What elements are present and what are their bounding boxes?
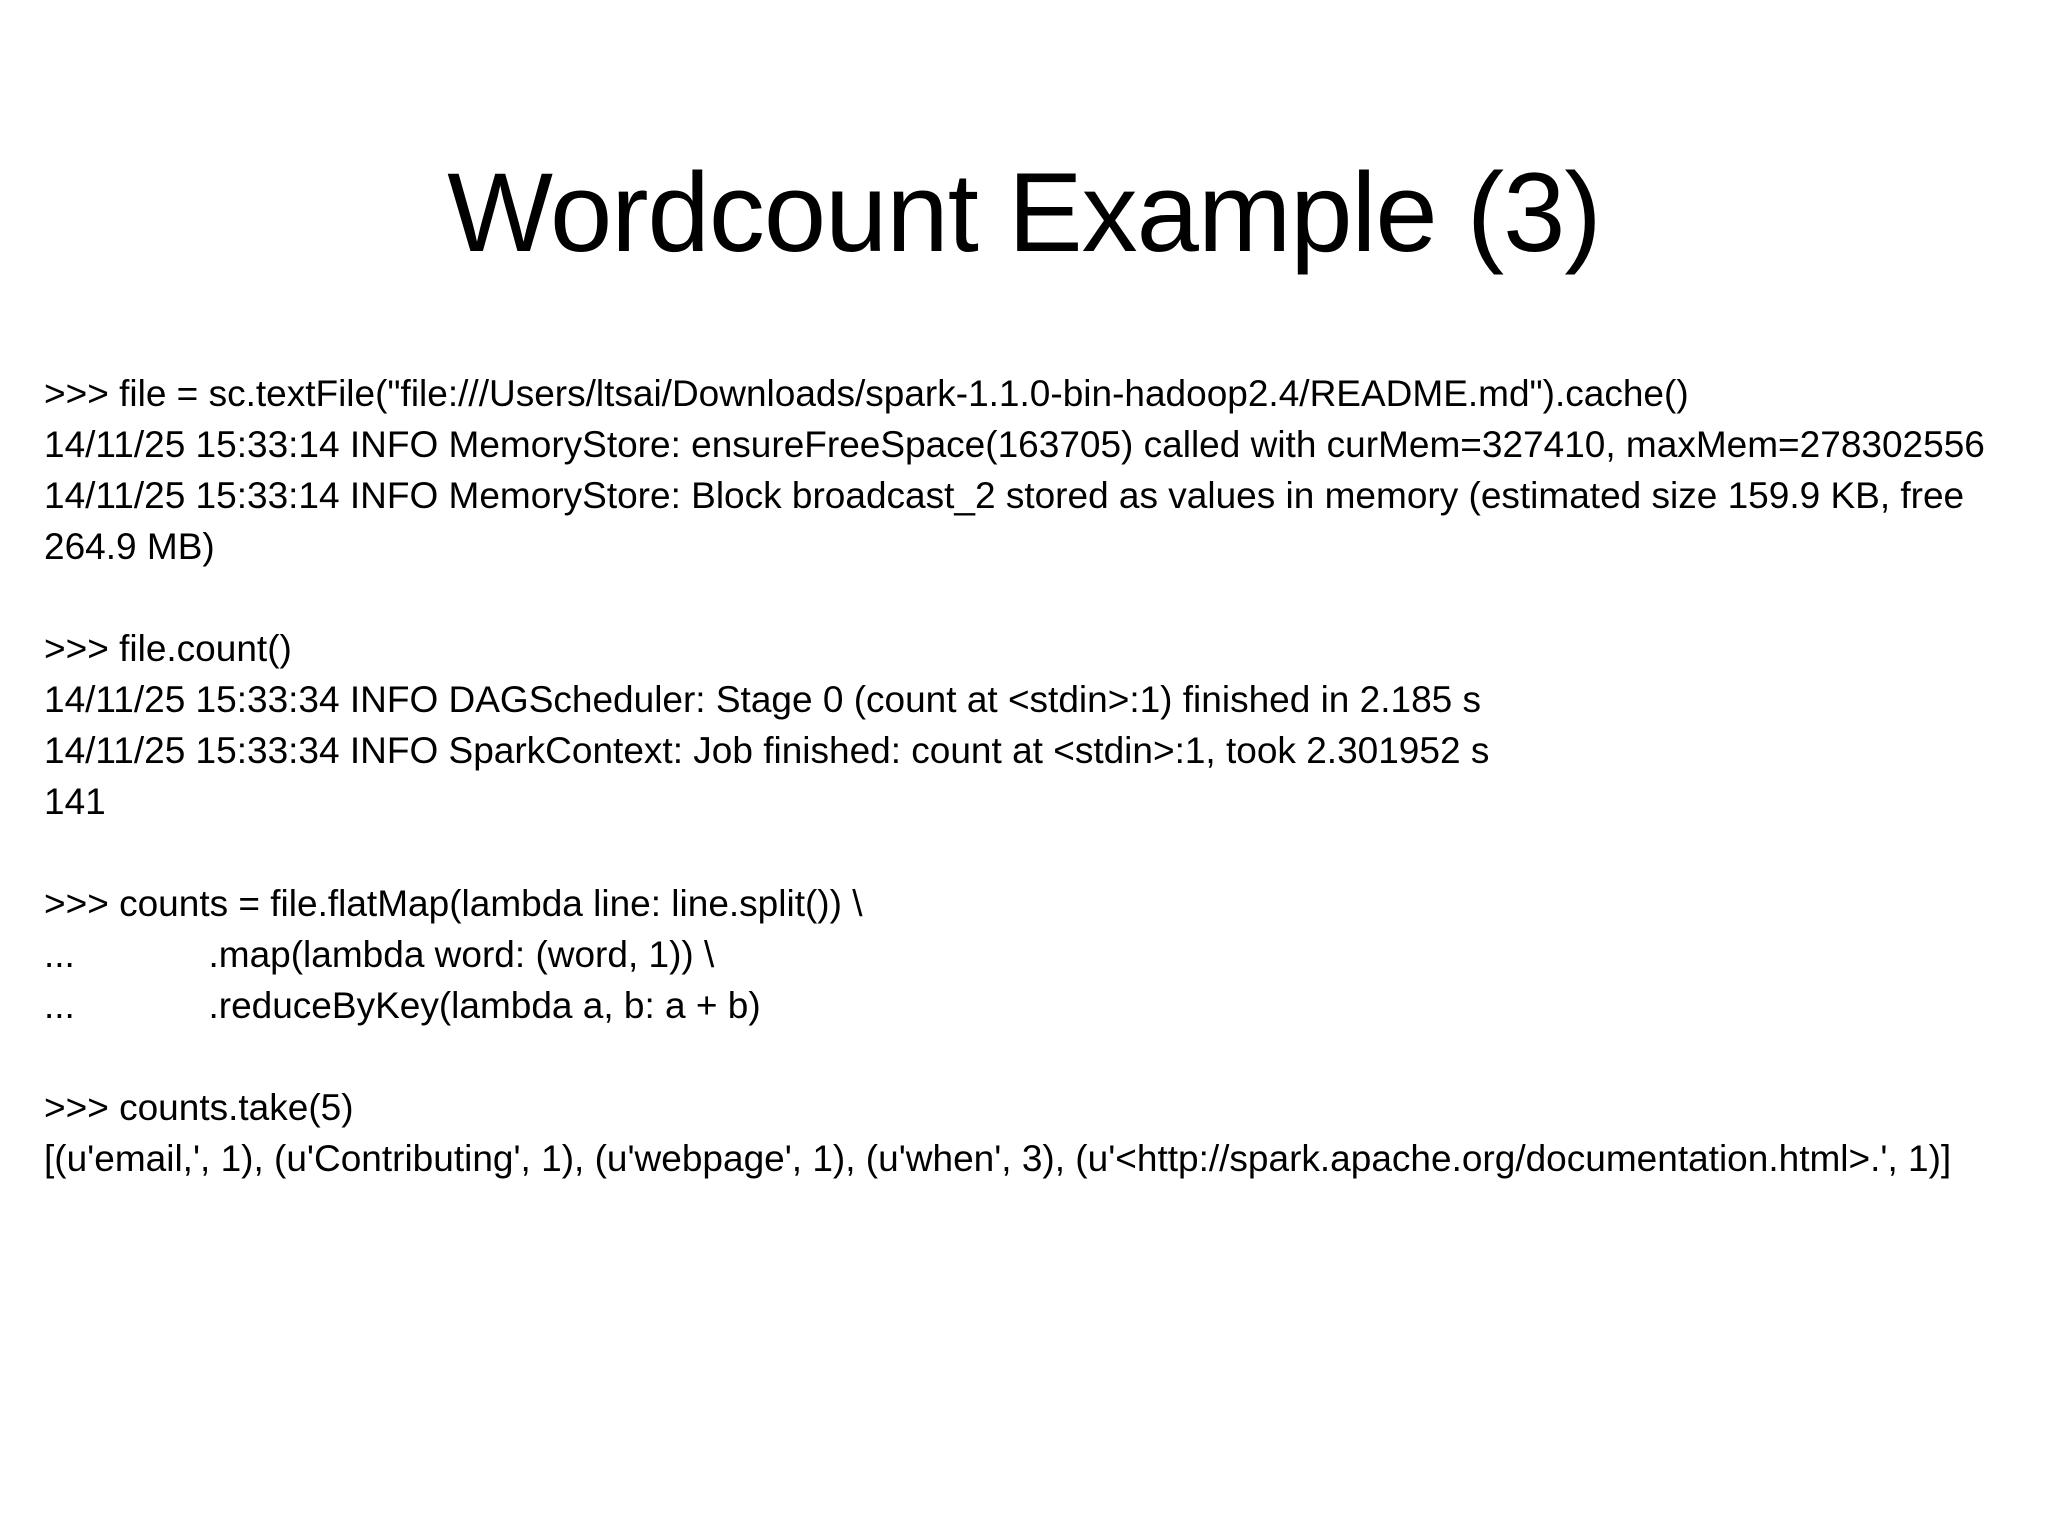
- console-line: 14/11/25 15:33:14 INFO MemoryStore: ensu…: [44, 424, 1985, 465]
- console-line: 14/11/25 15:33:34 INFO DAGScheduler: Sta…: [44, 679, 1482, 720]
- console-block-take: >>> counts.take(5) [(u'email,', 1), (u'C…: [44, 1082, 2048, 1184]
- console-block-textfile-cache: >>> file = sc.textFile("file:///Users/lt…: [44, 368, 2048, 572]
- console-line: ... .map(lambda word: (word, 1)) \: [44, 934, 715, 975]
- console-line: ... .reduceByKey(lambda a, b: a + b): [44, 985, 761, 1026]
- console-line: >>> counts.take(5): [44, 1087, 354, 1128]
- console-line: >>> file = sc.textFile("file:///Users/lt…: [44, 373, 1689, 414]
- console-line: >>> counts = file.flatMap(lambda line: l…: [44, 883, 863, 924]
- console-block-count: >>> file.count() 14/11/25 15:33:34 INFO …: [44, 623, 2048, 827]
- console-line: >>> file.count(): [44, 628, 292, 669]
- console-block-counts-pipeline: >>> counts = file.flatMap(lambda line: l…: [44, 878, 2048, 1031]
- console-line: [(u'email,', 1), (u'Contributing', 1), (…: [44, 1138, 1952, 1179]
- page-title: Wordcount Example (3): [447, 150, 1601, 276]
- console-transcript: >>> file = sc.textFile("file:///Users/lt…: [44, 368, 2048, 1184]
- console-line: 14/11/25 15:33:34 INFO SparkContext: Job…: [44, 730, 1490, 771]
- console-line: 141: [44, 781, 106, 822]
- console-line: 14/11/25 15:33:14 INFO MemoryStore: Bloc…: [44, 475, 1975, 567]
